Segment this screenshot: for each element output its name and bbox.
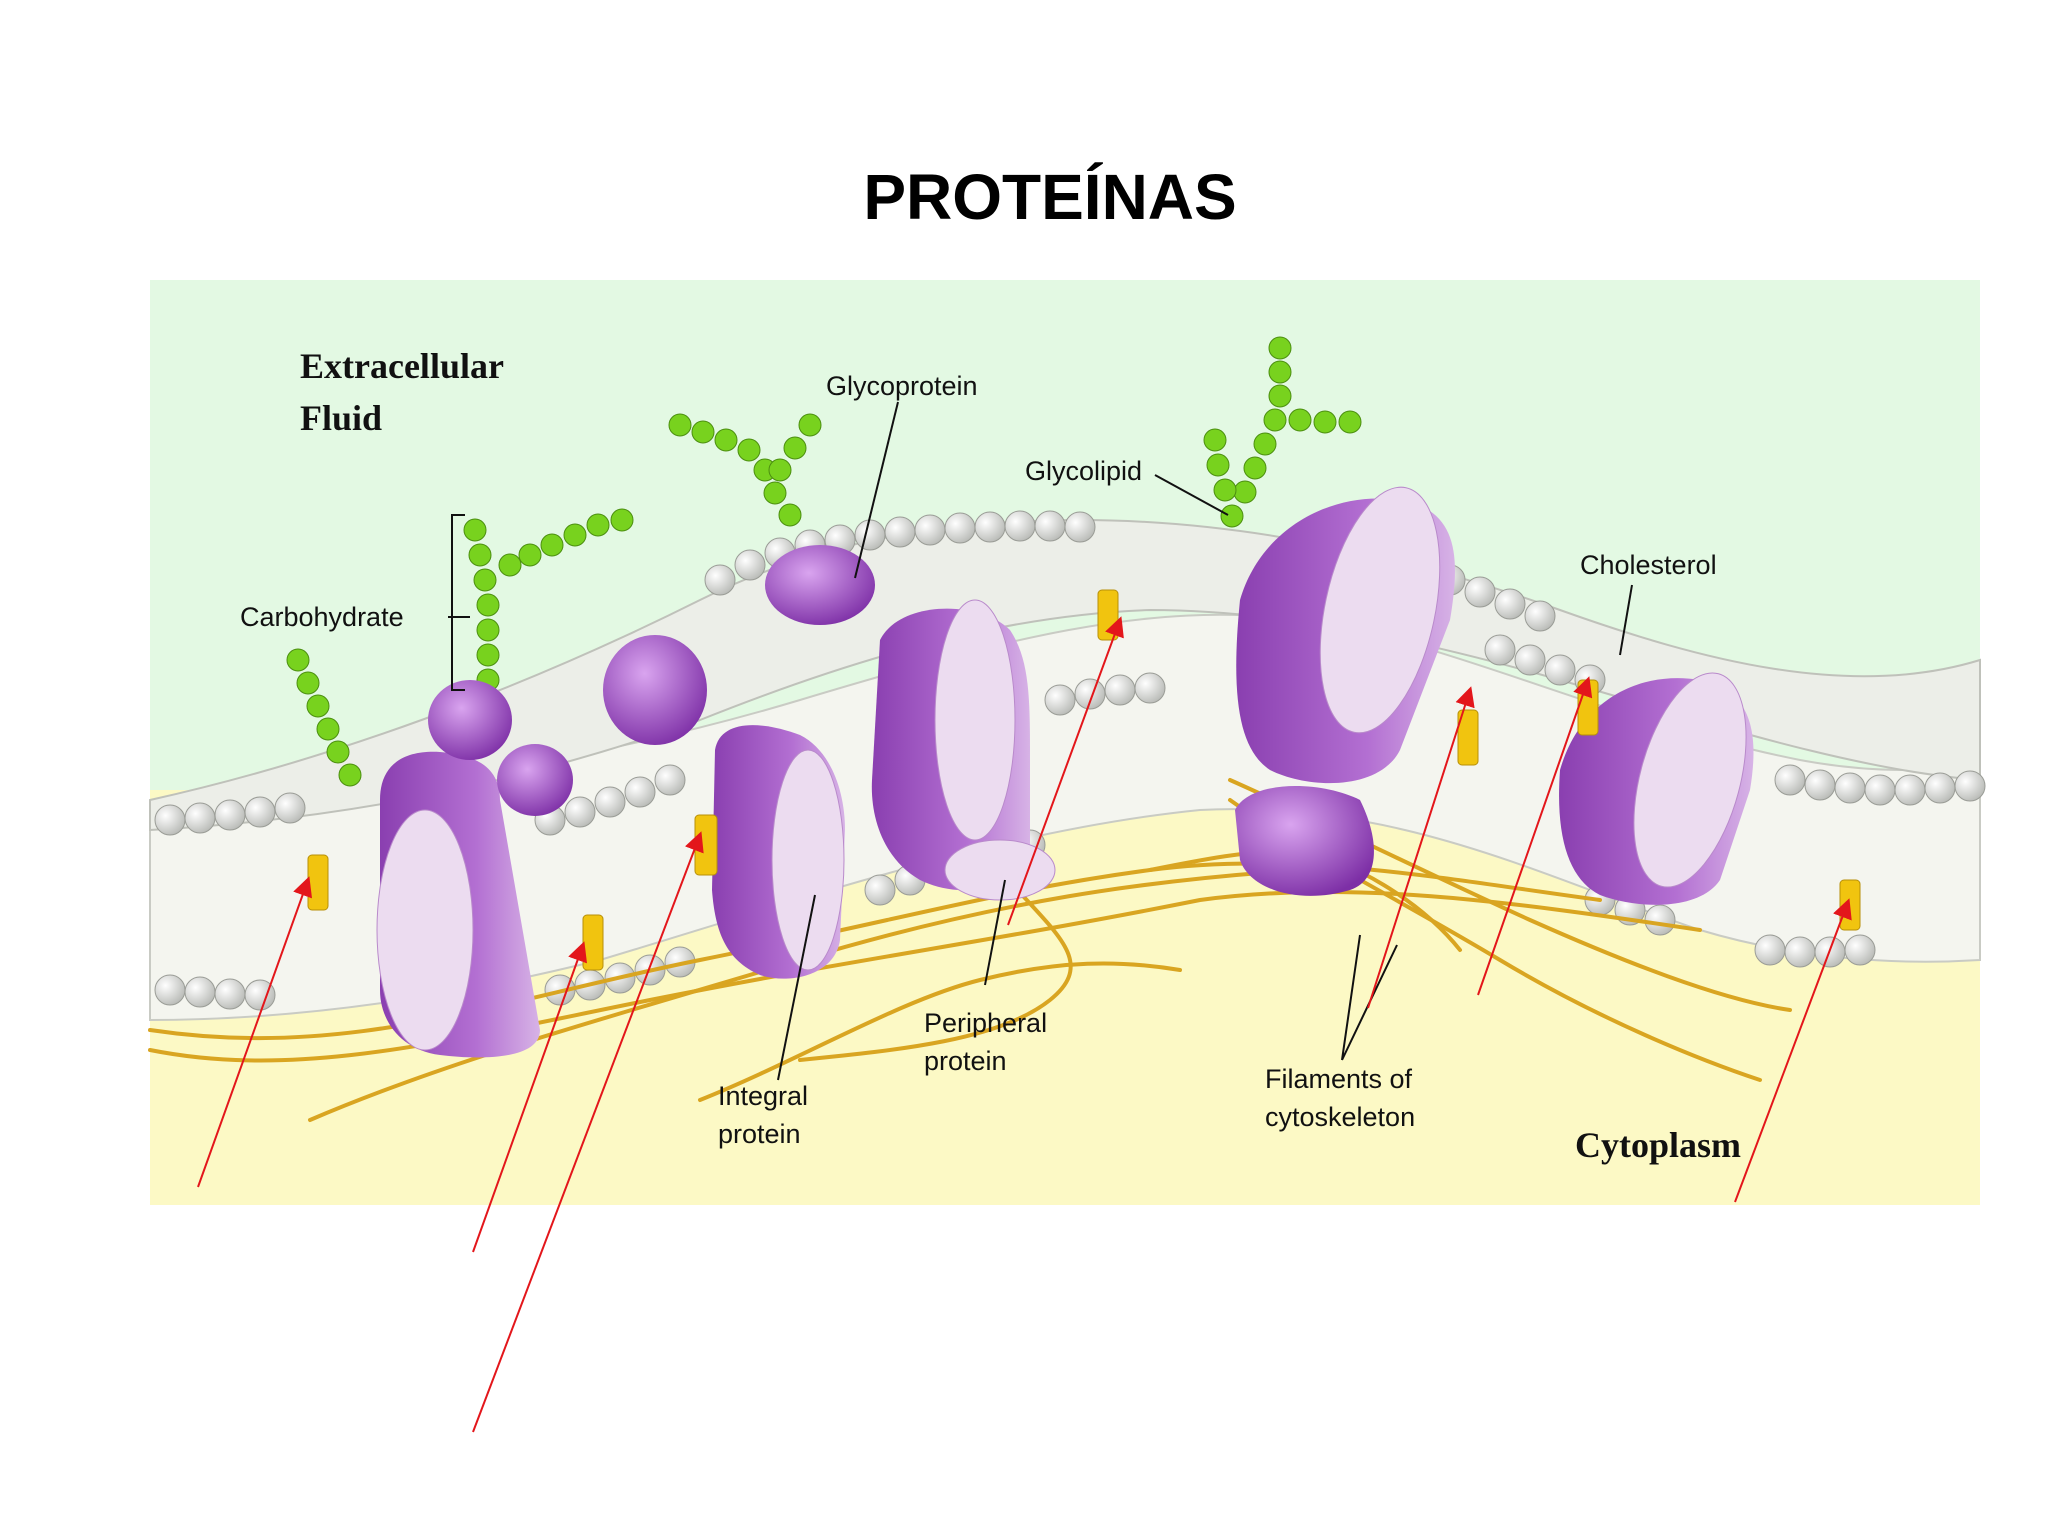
- surface-protein-spheres: [428, 545, 875, 816]
- red-arrows: [197, 616, 1852, 1433]
- label-integral-line2: protein: [718, 1119, 801, 1149]
- cholesterol-molecules: [307, 589, 1861, 971]
- label-peripheral-line1: Peripheral: [924, 1008, 1047, 1038]
- integral-protein: [712, 725, 845, 979]
- label-peripheral-line2: protein: [924, 1046, 1007, 1076]
- label-extracellular-line1: Extracellular: [300, 346, 504, 386]
- label-extracellular-line2: Fluid: [300, 398, 382, 438]
- label-filaments-line1: Filaments of: [1265, 1064, 1413, 1094]
- slide-title: PROTEÍNAS: [863, 161, 1237, 233]
- label-cytoplasm: Cytoplasm: [1575, 1125, 1741, 1165]
- large-integral-protein: [1235, 486, 1455, 896]
- integral-protein-left: [376, 751, 540, 1058]
- integral-protein-right: [1559, 672, 1754, 905]
- label-carbohydrate: Carbohydrate: [240, 602, 404, 632]
- label-cholesterol: Cholesterol: [1580, 550, 1717, 580]
- label-integral-line1: Integral: [718, 1081, 808, 1111]
- label-filaments-line2: cytoskeleton: [1265, 1102, 1415, 1132]
- label-glycolipid: Glycolipid: [1025, 456, 1142, 486]
- carbohydrate-chains: [286, 336, 1362, 787]
- label-glycoprotein: Glycoprotein: [826, 371, 978, 401]
- peripheral-protein: [871, 599, 1056, 901]
